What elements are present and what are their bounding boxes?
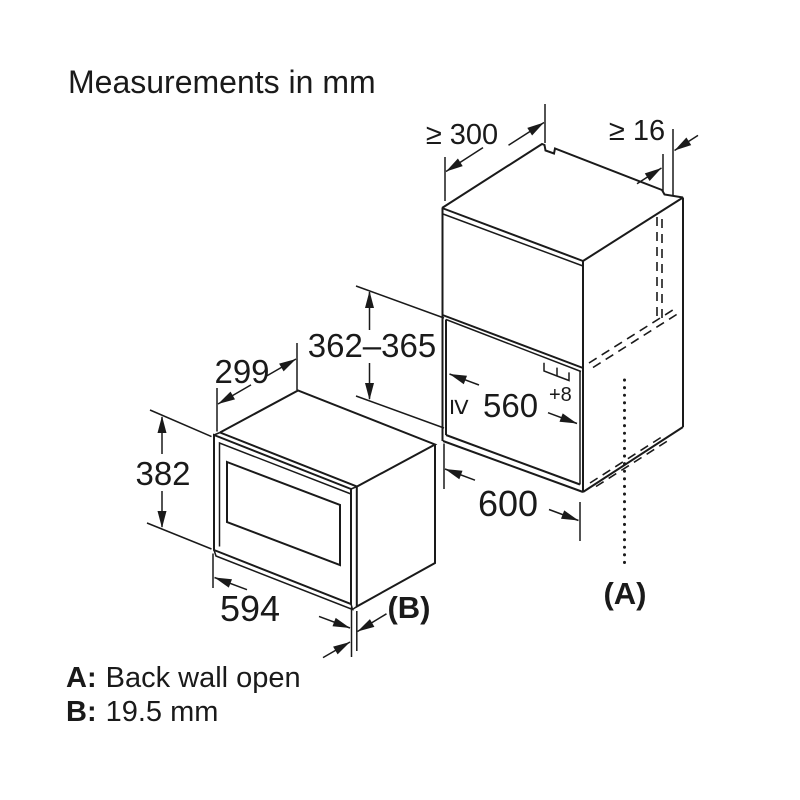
appliance-depth-value: 299 — [214, 353, 269, 390]
dim-appliance-width: 594 — [212, 553, 351, 629]
niche-width-value: 600 — [478, 483, 538, 524]
dim-front-protrusion: (B) — [322, 590, 431, 659]
legend-text-b: 19.5 mm — [106, 696, 219, 728]
dim-niche-height: 362–365 — [308, 285, 445, 429]
dim-appliance-depth: 299 — [214, 343, 298, 432]
microwave-drawing — [213, 389, 438, 611]
niche-floor-edge — [445, 434, 581, 486]
rear-gap-value: ≥ 16 — [609, 115, 665, 147]
microwave-frame-bevel — [218, 441, 352, 547]
cabinet-side-top-edge — [582, 196, 684, 262]
cabinet-drawing — [441, 142, 684, 572]
appliance-height-value: 382 — [135, 455, 190, 492]
floor-hidden-back-edge-2 — [595, 439, 670, 488]
niche-depth-gte-symbol: ≥ — [444, 399, 476, 415]
cabinet-side-bottom-edge — [582, 426, 684, 493]
legend-key-b: B: — [66, 696, 97, 728]
niche-depth-value: 560 — [483, 387, 538, 424]
cabinet-panel-bottom-edge — [442, 314, 584, 369]
ceiling-hidden-back-edge-2 — [592, 312, 680, 369]
cabinet-top-face — [441, 142, 684, 209]
legend-key-a: A: — [66, 662, 97, 694]
microwave-door-window — [226, 460, 341, 567]
cabinet-top-front-lip — [442, 213, 584, 267]
microwave-body-side — [355, 444, 436, 609]
dim-niche-width: 600 — [443, 443, 581, 541]
legend-line-b: B: 19.5 mm — [66, 696, 218, 728]
front-protrusion-label: (B) — [387, 590, 430, 625]
dim-cabinet-top-depth: ≥ 300 — [426, 104, 546, 201]
legend: A: Back wall open B: 19.5 mm — [66, 662, 301, 728]
back-wall-label: (A) — [603, 576, 646, 611]
niche-height-value: 362–365 — [308, 327, 436, 364]
niche-ceiling-notch — [543, 362, 570, 382]
page-title: Measurements in mm — [68, 64, 376, 100]
appliance-width-value: 594 — [220, 588, 280, 629]
cabinet-top-depth-value: ≥ 300 — [426, 119, 498, 151]
legend-text-a: Back wall open — [106, 662, 301, 694]
microwave-body-bottom-connector — [352, 605, 358, 611]
floor-hidden-back-edge-1 — [589, 434, 665, 484]
cabinet-front-bottom-edge — [442, 440, 584, 493]
ceiling-hidden-back-edge-1 — [588, 307, 677, 364]
dim-appliance-height: 382 — [135, 409, 212, 550]
legend-line-a: A: Back wall open — [66, 662, 301, 694]
niche-depth-tolerance: +8 — [549, 384, 572, 406]
cabinet-top-front-edge — [441, 207, 584, 262]
dim-niche-depth: ≥ 560 +8 — [444, 373, 578, 425]
microwave-bottom-strip — [213, 549, 354, 611]
dim-rear-gap: ≥ 16 — [609, 115, 699, 195]
microwave-frame-top-sliver — [213, 431, 358, 490]
microwave-front-frame — [213, 433, 352, 606]
niche-ceiling-edge — [445, 318, 582, 373]
